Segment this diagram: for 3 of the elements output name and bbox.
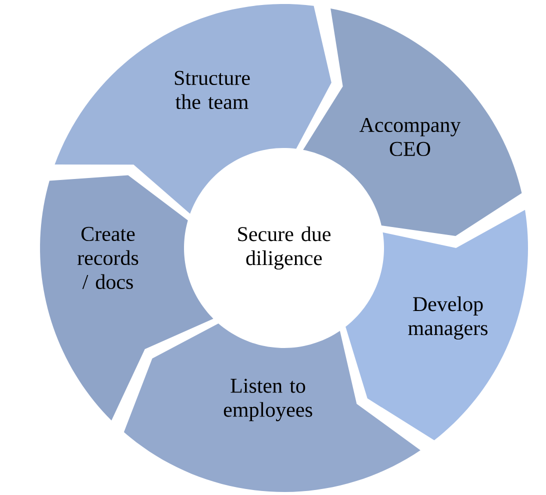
chevron-segment: Develop managers bbox=[346, 210, 528, 440]
chevron-segment: Structure the team bbox=[54, 4, 332, 214]
chevron-segment: Create records / docs bbox=[40, 175, 214, 421]
